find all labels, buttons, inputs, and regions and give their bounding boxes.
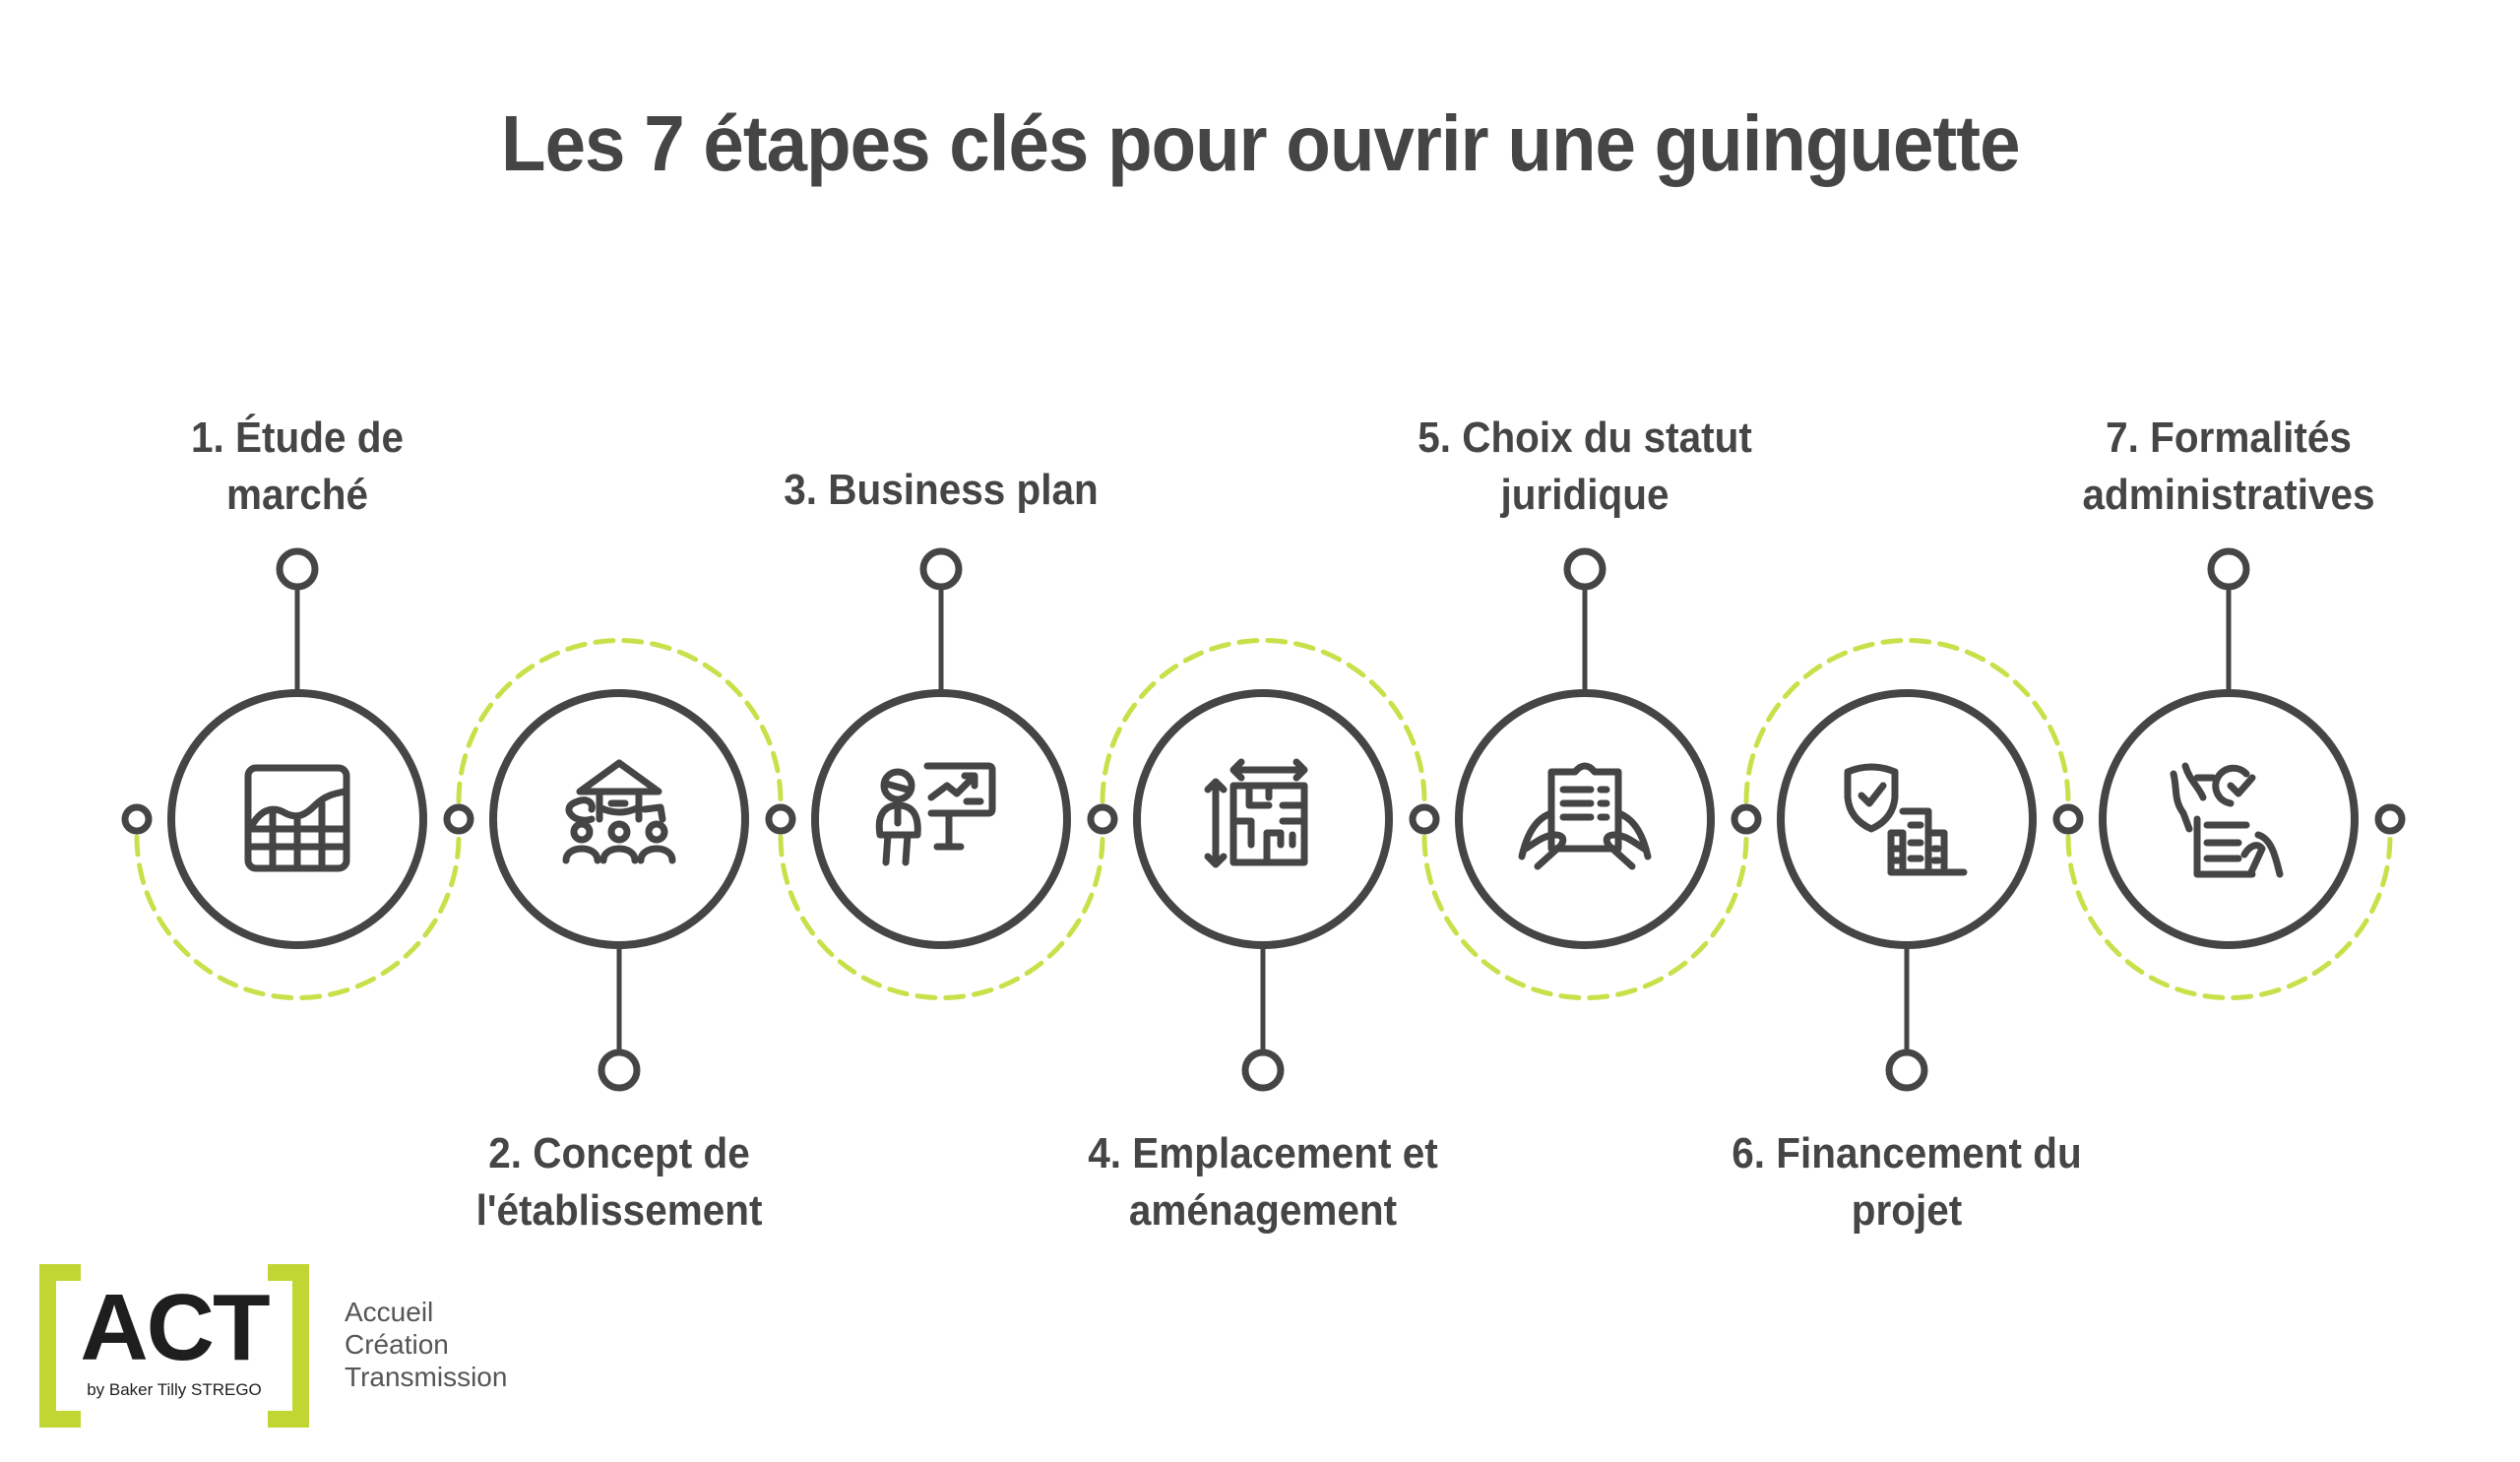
step-label-1: 1. Étude de marché: [89, 410, 505, 524]
logo-tagline: Accueil Création Transmission: [345, 1296, 507, 1393]
step-1-line-2: marché: [225, 471, 369, 519]
step-1-line-1: 1. Étude de: [191, 413, 404, 462]
step-6-line-1: 6. Financement du: [1732, 1129, 2082, 1177]
step-circle-7: [2099, 689, 2359, 949]
step-3-line-1: 3. Business plan: [784, 466, 1099, 514]
step-circle-2: [489, 689, 749, 949]
step-label-4: 4. Emplacement et aménagement: [1054, 1125, 1471, 1240]
logo-bracket-left: [39, 1264, 81, 1428]
step-5-line-1: 5. Choix du statut: [1418, 413, 1752, 462]
arc-6: [1743, 638, 2071, 804]
arc-7: [2065, 834, 2393, 1000]
act-logo: ACT by Baker Tilly STREGO: [39, 1264, 309, 1428]
step-7-line-2: administratives: [2082, 471, 2375, 519]
tagline-line-1: Accueil: [345, 1297, 434, 1327]
floor-plan-icon: [1204, 758, 1308, 868]
step-2-line-2: l'établissement: [475, 1186, 763, 1235]
step-label-5: 5. Choix du statut juridique: [1376, 410, 1793, 524]
market-chart-icon: [244, 764, 350, 872]
shield-building-icon: [1844, 763, 1968, 876]
step-label-6: 6. Financement du projet: [1698, 1125, 2114, 1240]
step-4-line-2: aménagement: [1128, 1186, 1398, 1235]
step-circle-3: [811, 689, 1071, 949]
stem-end-nodes: [276, 547, 2250, 1092]
guinguette-people-icon: [562, 759, 676, 864]
arc-2: [456, 638, 784, 804]
step-6-line-2: projet: [1851, 1186, 1963, 1235]
document-hands-icon: [1518, 762, 1652, 870]
presentation-icon: [875, 762, 996, 866]
step-2-line-1: 2. Concept de: [488, 1129, 750, 1177]
logo-bracket-right: [268, 1264, 309, 1428]
arc-1: [134, 834, 462, 1000]
tagline-line-2: Création: [345, 1329, 449, 1360]
connector-dots: [121, 803, 2406, 835]
arc-3: [778, 834, 1105, 1000]
step-label-2: 2. Concept de l'établissement: [410, 1125, 827, 1240]
page-title: Les 7 étapes clés pour ouvrir une guingu…: [0, 98, 2520, 189]
logo-act-text: ACT: [80, 1275, 270, 1380]
step-circles: [167, 689, 2359, 949]
title-text: Les 7 étapes clés pour ouvrir une guingu…: [500, 99, 2020, 187]
arc-4: [1100, 638, 1427, 804]
step-circle-4: [1133, 689, 1393, 949]
tagline-line-3: Transmission: [345, 1362, 508, 1392]
step-7-line-1: 7. Formalités: [2106, 413, 2352, 462]
step-4-line-1: 4. Emplacement et: [1088, 1129, 1438, 1177]
step-label-7: 7. Formalités administratives: [2020, 410, 2436, 524]
arc-5: [1421, 834, 1749, 1000]
logo-subtitle: by Baker Tilly STREGO: [87, 1380, 262, 1399]
step-circle-6: [1777, 689, 2037, 949]
stems: [294, 587, 2232, 1052]
step-label-3: 3. Business plan: [732, 462, 1149, 519]
step-5-line-2: juridique: [1500, 471, 1670, 519]
dashed-arcs: [134, 638, 2393, 1000]
checklist-icon: [2170, 762, 2284, 878]
